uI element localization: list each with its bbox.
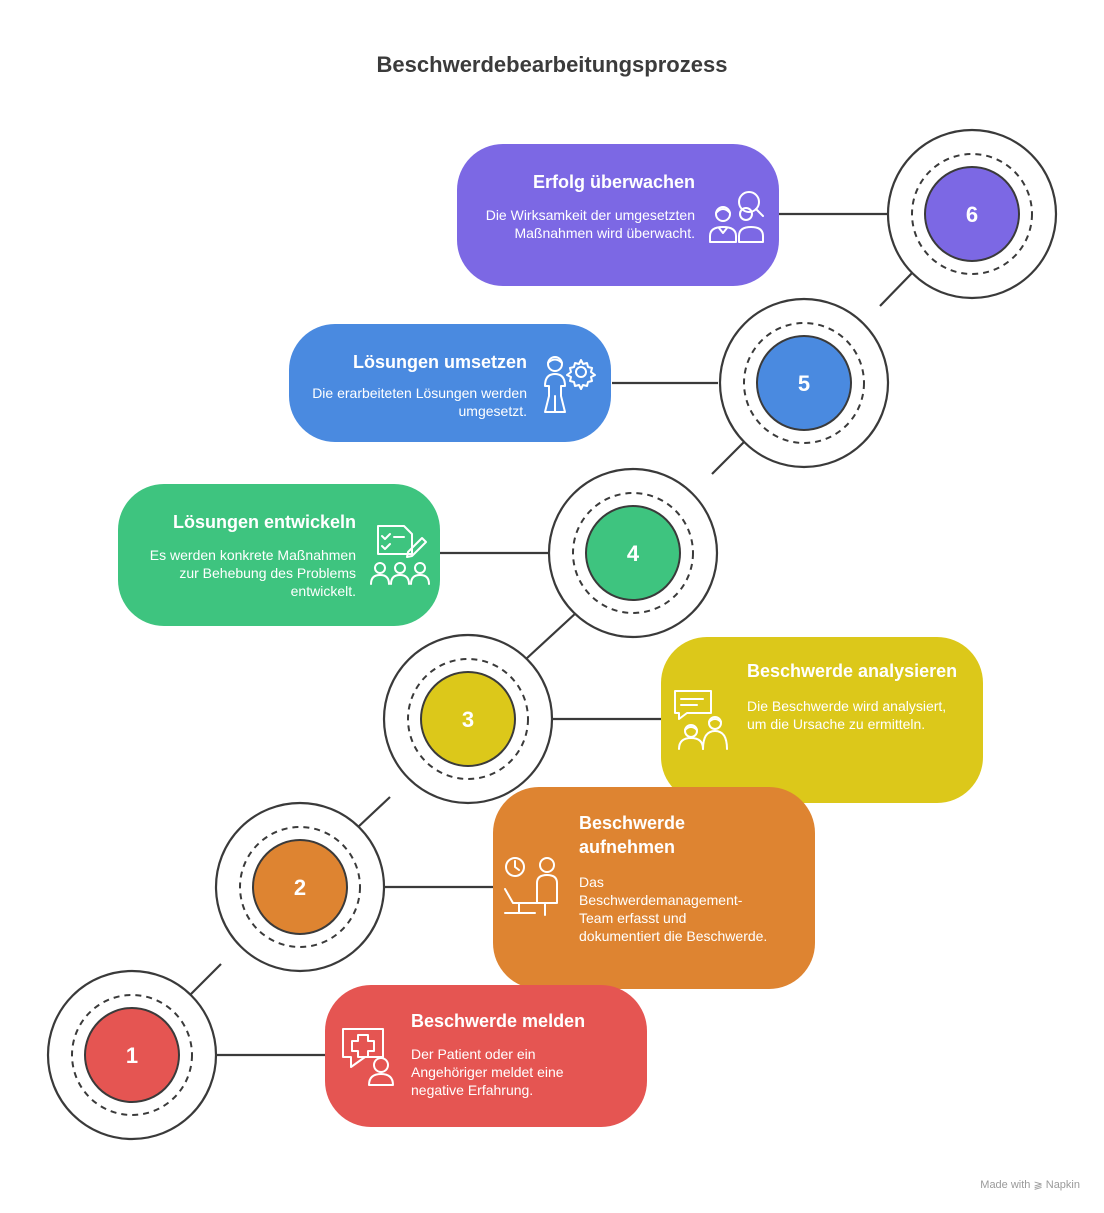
step-4-description: Es werden konkrete Maßnahmen zur Behebun… [149,547,356,599]
step-6-dashed-ring [911,153,1033,275]
step-4-number: 4 [627,541,640,566]
step-1-circle [84,1007,180,1103]
link-3-4 [525,611,578,660]
step-4-heading: Lösungen entwickeln [172,512,356,532]
step-5-number: 5 [798,371,810,396]
step-5-marker: 5 [718,297,890,469]
step-1-heading: Beschwerde melden [411,1011,586,1031]
step-1-card: Beschwerde melden Der Patient oder ein A… [325,985,647,1127]
link-1-2 [187,963,222,998]
step-1-marker: 1 [46,969,218,1141]
step-2-number: 2 [294,875,306,900]
link-2-3 [356,796,391,829]
step-6-number: 6 [966,202,978,227]
step-5-description: Die erarbeiteten Lösungen werden umgeset… [312,385,527,419]
step-4-card: Lösungen entwickeln Es werden konkrete M… [118,484,440,626]
step-1-dashed-ring [71,994,193,1116]
discussion-people-icon [674,690,728,750]
step-2-dashed-ring [239,826,361,948]
step-5-heading: Lösungen umsetzen [352,352,527,372]
step-3-number: 3 [462,707,474,732]
link-4-5 [711,440,746,475]
step-5-circle [756,335,852,431]
step-2-marker: 2 [214,801,386,973]
page-title: Beschwerdebearbeitungsprozess [376,52,728,77]
person-at-desk-clock-icon [504,857,558,916]
step-6-circle [924,166,1020,262]
step-4-dashed-ring [572,492,694,614]
step-3-description: Die Beschwerde wird analysiert, um die U… [747,698,947,732]
team-checklist-icon [370,525,430,585]
step-5-dashed-ring [743,322,865,444]
step-2-description: Das Beschwerdemanagement-Team erfasst un… [579,874,768,944]
step-1-description: Der Patient oder ein Angehöriger meldet … [411,1046,564,1098]
person-gear-icon [544,356,596,413]
step-3-marker: 3 [382,633,554,805]
link-5-6 [879,271,914,307]
step-3-circle [420,671,516,767]
complaint-report-icon [342,1028,394,1086]
step-6-marker: 6 [886,128,1058,300]
step-2-card: Beschwerde aufnehmen Das Beschwerdemanag… [493,787,815,989]
step-6-description: Die Wirksamkeit der umgesetzten Maßnahme… [485,207,695,241]
step-3-heading: Beschwerde analysieren [747,661,958,681]
napkin-watermark: Made with ⫺ Napkin [980,1179,1080,1191]
step-5-card: Lösungen umsetzen Die erarbeiteten Lösun… [289,324,611,442]
step-4-marker: 4 [547,467,719,639]
step-6-heading: Erfolg überwachen [532,172,695,192]
step-4-circle [585,505,681,601]
step-1-number: 1 [126,1043,138,1068]
step-3-dashed-ring [407,658,529,780]
step-6-card: Erfolg überwachen Die Wirksamkeit der um… [457,144,779,286]
people-magnifier-icon [709,191,764,243]
step-3-card: Beschwerde analysieren Die Beschwerde wi… [661,637,983,803]
step-2-circle [252,839,348,935]
step-2-heading: Beschwerde aufnehmen [579,813,686,857]
